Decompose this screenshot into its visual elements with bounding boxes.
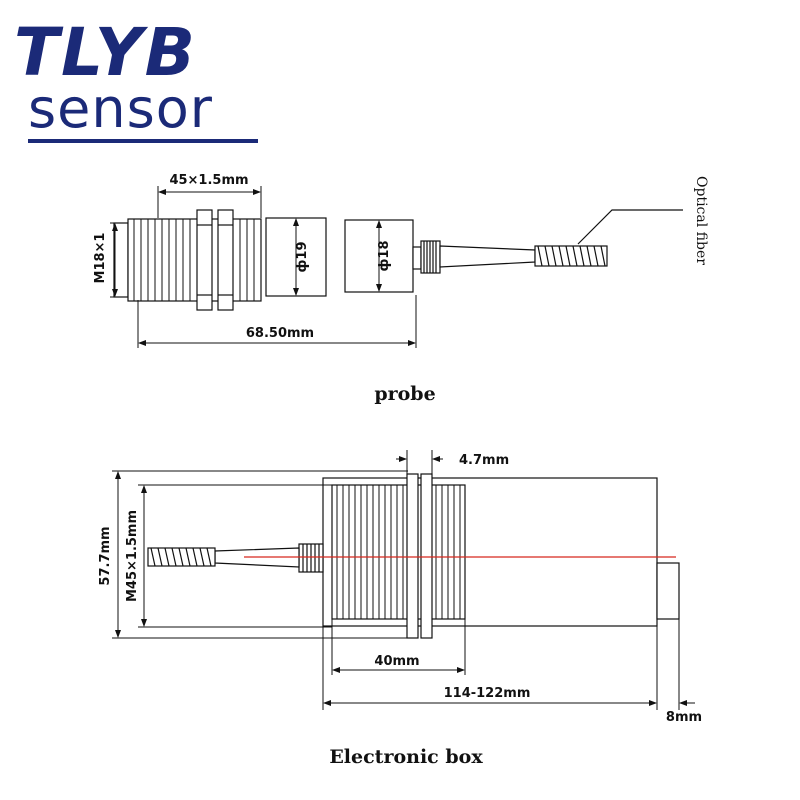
probe-thread-size-label: M18×1 xyxy=(93,233,108,284)
probe-connector xyxy=(420,240,441,274)
box-nut-1 xyxy=(406,473,419,639)
logo-underline xyxy=(28,139,258,143)
box-nut-2 xyxy=(420,473,433,639)
probe-total-length-label: 68.50mm xyxy=(246,326,314,341)
probe-diameter-18-label: ф18 xyxy=(377,241,392,272)
box-front-lens xyxy=(656,562,680,620)
box-thread-length-label: 40mm xyxy=(374,654,419,669)
optical-fiber-label: Optical fiber xyxy=(693,176,709,265)
box-dimensions xyxy=(112,450,695,710)
probe-thread-length-label: 45×1.5mm xyxy=(169,173,248,188)
probe-diameter-19-label: ф19 xyxy=(295,242,310,273)
probe-caption: probe xyxy=(374,383,435,405)
box-drawing xyxy=(147,473,680,639)
brand-logo-subtitle: sensor xyxy=(28,77,213,140)
probe-nut-1 xyxy=(196,209,213,311)
fiber-leader-line xyxy=(577,209,683,245)
box-caption: Electronic box xyxy=(329,746,483,768)
box-lens-length-label: 8mm xyxy=(666,710,702,725)
probe-fiber-sleeve xyxy=(439,245,536,268)
box-connector xyxy=(298,543,324,573)
box-height-label: 57.7mm xyxy=(98,526,113,585)
probe-fiber-spiral xyxy=(534,245,608,267)
probe-drawing xyxy=(113,209,683,311)
box-thread-section xyxy=(331,473,466,639)
probe-nut-2 xyxy=(217,209,234,311)
box-thread-size-label: M45×1.5mm xyxy=(125,510,140,602)
box-fiber-spiral xyxy=(147,547,216,567)
probe-dimensions xyxy=(110,186,417,348)
box-nut-width-label: 4.7mm xyxy=(459,453,509,468)
probe-thread-section xyxy=(113,209,262,311)
brand-logo: TLYB xyxy=(14,14,197,91)
box-body-length-label: 114-122mm xyxy=(444,686,531,701)
